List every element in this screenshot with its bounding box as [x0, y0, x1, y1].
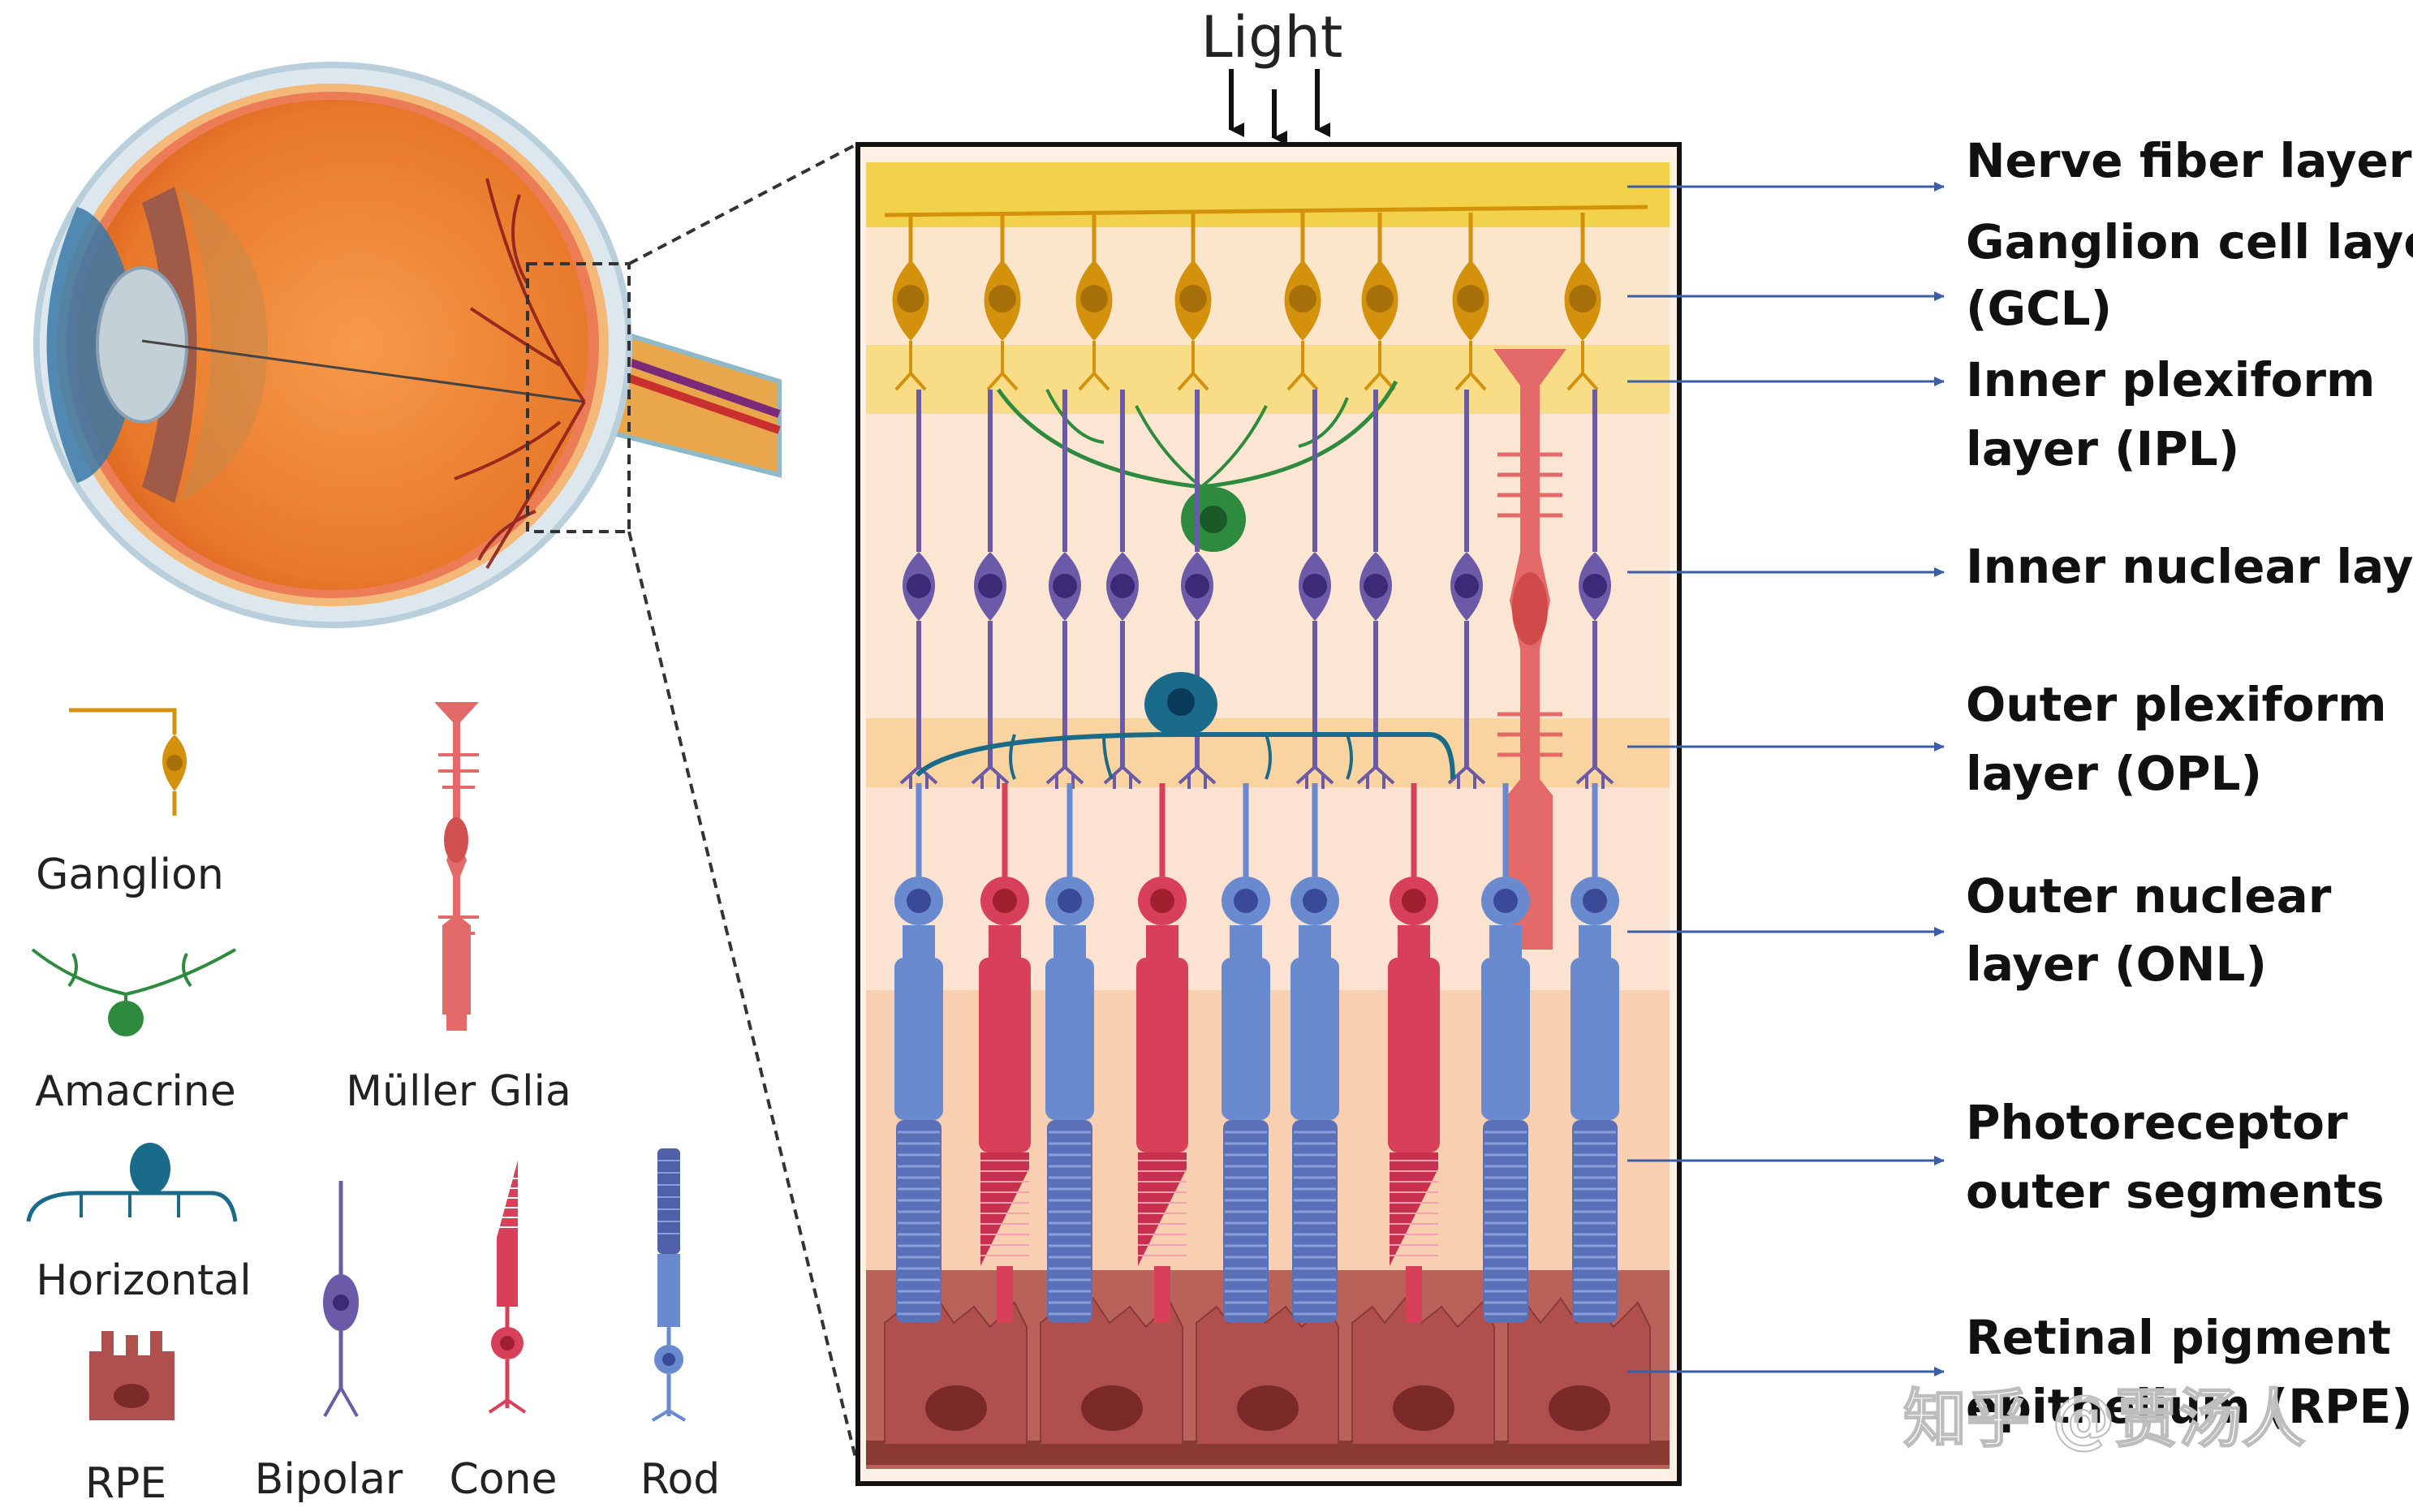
- cornea: [46, 207, 142, 483]
- rod-inner-segment: [1291, 958, 1339, 1120]
- legend-muller-label: Müller Glia: [346, 1067, 571, 1116]
- zoom-region-box: [526, 262, 631, 533]
- legend-amacrine-soma: [108, 1001, 144, 1036]
- layer-label-2-line-0: Inner plexiform: [1966, 352, 2375, 407]
- legend-cone-label: Cone: [449, 1455, 557, 1504]
- legend-rpe-label: RPE: [85, 1459, 166, 1508]
- rpe-nucleus: [1081, 1385, 1143, 1431]
- legend-ganglion-icon: [69, 708, 187, 816]
- rpe-nucleus: [1237, 1385, 1299, 1431]
- rod-inner-segment: [894, 958, 943, 1120]
- legend-muller-icon: [434, 702, 479, 1031]
- legend-rod-label: Rod: [640, 1455, 721, 1504]
- rod-outer-segment: [1047, 1120, 1092, 1323]
- watermark: 知乎 @贾汤人: [1903, 1383, 2305, 1456]
- rpe-nucleus: [1393, 1385, 1454, 1431]
- rod-inner-segment: [1222, 958, 1270, 1120]
- lens: [96, 266, 188, 424]
- legend-horizontal-icon: [26, 1143, 238, 1222]
- rod-inner-segment: [1045, 958, 1094, 1120]
- rpe-nucleus: [925, 1385, 987, 1431]
- rod-inner-segment: [1481, 958, 1530, 1120]
- layer-label-7-line-0: Retinal pigment: [1966, 1310, 2391, 1365]
- layer-label-4-line-1: layer (OPL): [1966, 746, 2262, 801]
- muller-glia-cell: [1493, 349, 1566, 950]
- rod-outer-segment: [1572, 1120, 1618, 1323]
- legend-amacrine-label: Amacrine: [35, 1067, 235, 1116]
- band-nerve-fiber: [866, 162, 1670, 227]
- cell-legend: Ganglion Amacrine Horizontal RPE: [26, 702, 721, 1508]
- layer-label-4-line-0: Outer plexiform: [1966, 677, 2387, 732]
- rpe-cell: [1196, 1297, 1339, 1445]
- rpe-nucleus: [1549, 1385, 1610, 1431]
- retina-cross-section: [855, 142, 1682, 1486]
- eyeball-illustration: [33, 62, 782, 628]
- cone-inner-segment: [1136, 958, 1188, 1152]
- zoom-line-top: [628, 143, 857, 265]
- rpe-cell: [1351, 1297, 1495, 1445]
- rod-outer-segment: [1483, 1120, 1528, 1323]
- layer-label-7-line-1: epithelium (RPE): [1966, 1379, 2413, 1434]
- layer-label-1-line-1: (GCL): [1966, 281, 2112, 336]
- rod-outer-segment: [1223, 1120, 1269, 1323]
- light-label: Light: [1201, 4, 1343, 71]
- layer-label-3-line-0: Inner nuclear layer: [1966, 539, 2413, 594]
- layer-label-1-line-0: Ganglion cell layer: [1966, 214, 2413, 269]
- legend-rod-icon: [651, 1148, 687, 1422]
- zoom-line-bottom: [627, 531, 858, 1462]
- retina-panel-frame: [855, 142, 1682, 1486]
- legend-rpe-icon: [89, 1331, 175, 1420]
- legend-bipolar-icon: [323, 1181, 359, 1417]
- layer-label-6-line-1: outer segments: [1966, 1164, 2385, 1219]
- layer-label-2-line-1: layer (IPL): [1966, 421, 2239, 476]
- layer-label-5-line-0: Outer nuclear: [1966, 868, 2332, 924]
- rod-inner-segment: [1571, 958, 1619, 1120]
- legend-cone-icon: [488, 1161, 527, 1414]
- legend-amacrine-icon: [31, 948, 236, 1006]
- layer-label-5-line-1: layer (ONL): [1966, 937, 2267, 992]
- legend-horizontal-label: Horizontal: [36, 1256, 252, 1305]
- cone-inner-segment: [979, 958, 1031, 1152]
- light-arrows: [1229, 69, 1330, 145]
- nerve-fiber-axon: [884, 205, 1648, 218]
- legend-ganglion-label: Ganglion: [36, 851, 224, 899]
- layer-label-6-line-0: Photoreceptor: [1966, 1095, 2348, 1150]
- cone-inner-segment: [1388, 958, 1440, 1152]
- legend-bipolar-label: Bipolar: [255, 1455, 403, 1504]
- layer-label-0-line-0: Nerve fiber layer: [1966, 133, 2412, 188]
- rod-outer-segment: [1292, 1120, 1338, 1323]
- rod-outer-segment: [896, 1120, 942, 1323]
